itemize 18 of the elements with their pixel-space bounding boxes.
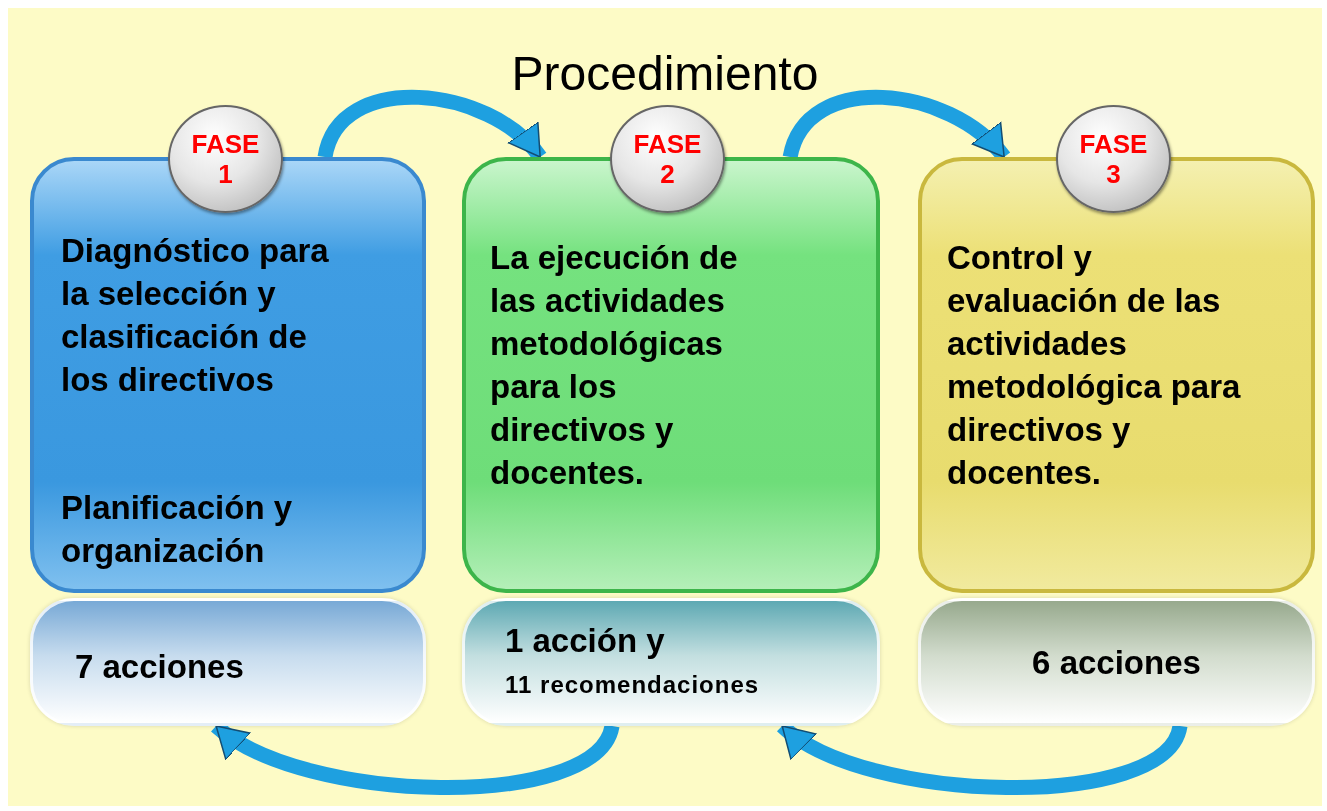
phase-card <box>462 157 880 593</box>
result-text: 6 acciones <box>1031 643 1202 683</box>
result-text: 7 acciones <box>75 647 245 687</box>
phase-label: FASE 2 <box>632 129 703 189</box>
phase-label: FASE 3 <box>1078 129 1149 189</box>
phase-description: Planificación y organización <box>61 488 294 571</box>
phase-card <box>918 157 1315 593</box>
result-card <box>918 598 1315 726</box>
result-card <box>30 598 426 726</box>
result-text: 11 recomendaciones <box>505 670 761 700</box>
phase-description: La ejecución de las actividades metodológicas para los directivos y docentes. <box>490 238 739 493</box>
phase-card <box>30 157 426 593</box>
result-text: 1 acción y <box>505 621 666 661</box>
diagram-title: Procedimiento <box>510 46 820 101</box>
phase-description: Diagnóstico para la selección y clasificación de los directivos <box>61 231 330 400</box>
phase-description: Control y evaluación de las actividades metodológica para directivos y docentes. <box>947 238 1242 493</box>
phase-label: FASE 1 <box>190 129 261 189</box>
result-card <box>462 598 880 726</box>
